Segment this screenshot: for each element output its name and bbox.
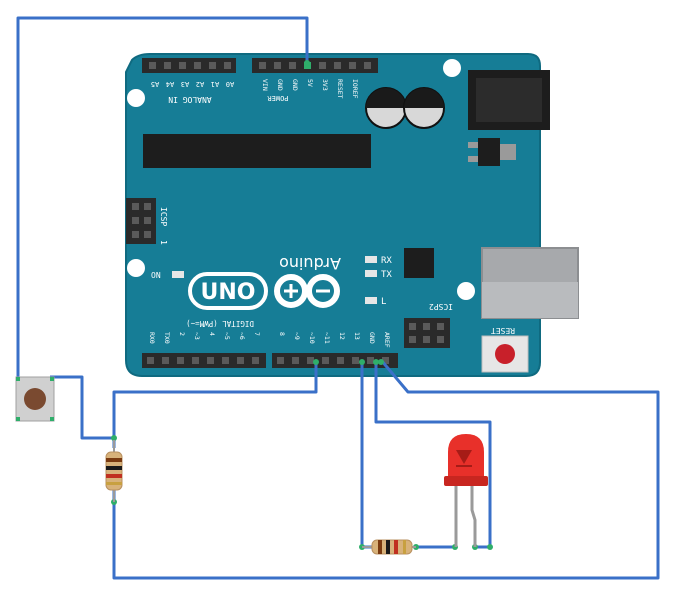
power-label: POWER — [267, 94, 289, 102]
icsp-header: ICSP 1 — [126, 198, 168, 245]
uno-badge — [188, 272, 268, 310]
pin-label-d9: ~9 — [293, 332, 301, 340]
capacitor — [365, 87, 407, 129]
pin-label-reset: RESET — [336, 79, 344, 99]
analog-header — [142, 58, 236, 73]
wire-button-to-d2-resistor — [50, 375, 114, 440]
on-led — [172, 271, 184, 278]
pin-label-a1: A1 — [211, 80, 219, 88]
pin-label-vin: VIN — [261, 79, 269, 91]
voltage-regulator — [468, 138, 516, 166]
pin-label-d3: ~3 — [193, 332, 201, 340]
reset-label: RESET — [491, 326, 515, 335]
pin-label-gnd: GND — [276, 79, 284, 91]
rx-led — [365, 256, 377, 263]
pin-label-tx0: TX0 — [163, 332, 171, 344]
arduino-brand-label: Arduino — [279, 254, 341, 273]
pin-label-a5: A5 — [151, 80, 159, 88]
power-pin-labels: VIN GND GND 5V 3V3 RESET IOREF POWER — [261, 79, 359, 102]
tx-label: TX — [381, 270, 392, 280]
mounting-hole — [127, 89, 145, 107]
digital-header-high-pins — [277, 357, 389, 364]
power-header — [252, 58, 378, 73]
rx-label: RX — [381, 256, 392, 266]
mounting-hole — [127, 259, 145, 277]
pulldown-resistor — [105, 440, 123, 502]
on-label: ON — [151, 271, 161, 280]
icsp-pin1-marker: 1 — [159, 240, 168, 245]
pin-label-d2: 2 — [178, 332, 186, 336]
usb-interface-chip — [404, 248, 434, 278]
digital-header-high — [272, 353, 398, 368]
digital-header-label: DIGITAL (PWM=~) — [186, 319, 254, 328]
pin-label-d4: 4 — [208, 332, 216, 336]
analog-pin-labels: A5 A4 A3 A2 A1 A0 ANALOG IN — [151, 80, 234, 104]
pin-label-a3: A3 — [181, 80, 189, 88]
pin-label-d8: 8 — [278, 332, 286, 336]
pin-label-d6: ~6 — [238, 332, 246, 340]
red-led — [444, 434, 488, 547]
pin-label-a2: A2 — [196, 80, 204, 88]
mounting-hole — [457, 282, 475, 300]
wire-resistor-to-gnd-rail — [112, 359, 660, 580]
pin-label-a4: A4 — [166, 80, 174, 88]
usb-connector — [481, 247, 579, 319]
l-label: L — [381, 297, 386, 307]
wire-5v-to-button — [16, 16, 309, 380]
arduino-logo: UNO Arduino — [188, 254, 341, 310]
reset-button[interactable] — [481, 335, 529, 373]
pin-label-gnd: GND — [291, 79, 299, 91]
icsp2-header: ICSP2 — [404, 302, 453, 348]
pin-label-d12: 12 — [338, 332, 346, 340]
led-resistor — [362, 539, 416, 555]
digital-pin-labels-high: 8 ~9 ~10 ~11 12 13 GND AREF — [278, 332, 391, 348]
pin-label-d5: ~5 — [223, 332, 231, 340]
pin-label-ioref: IOREF — [351, 79, 359, 99]
power-jack — [468, 70, 550, 130]
plus-minus-icon — [284, 284, 330, 298]
pin-label-aref: AREF — [383, 332, 391, 348]
pin-label-d10: ~10 — [308, 332, 316, 344]
icsp-label: ICSP — [159, 207, 168, 226]
microcontroller-chip — [143, 134, 371, 168]
tx-led — [365, 270, 377, 277]
digital-header-low — [142, 353, 266, 368]
pin-label-a0: A0 — [226, 80, 234, 88]
digital-header-low-pins — [147, 357, 259, 364]
icsp2-label: ICSP2 — [429, 302, 453, 311]
push-button[interactable] — [15, 376, 55, 422]
wires — [16, 16, 660, 580]
pin-label-d13: 13 — [353, 332, 361, 340]
infinity-logo — [274, 274, 340, 308]
wire-d13-to-led-resistor — [360, 360, 376, 549]
pin-label-rx0: RX0 — [148, 332, 156, 344]
wire-d2-to-resistor — [112, 360, 318, 448]
pin-label-3v3: 3V3 — [321, 79, 329, 91]
pin-label-5v: 5V — [306, 79, 314, 87]
mounting-hole — [443, 59, 461, 77]
wire-gnd-to-led — [374, 360, 492, 549]
l-led — [365, 297, 377, 304]
uno-label: UNO — [201, 280, 256, 305]
pin-label-gnd: GND — [368, 332, 376, 344]
pin-label-d7: 7 — [253, 332, 261, 336]
digital-pin-labels-low: RX0 TX0 2 ~3 4 ~5 ~6 7 — [148, 332, 261, 344]
analog-header-pins — [149, 62, 231, 69]
analog-in-label: ANALOG IN — [168, 95, 212, 104]
arduino-uno-board: A5 A4 A3 A2 A1 A0 ANALOG IN VIN GND GND … — [125, 53, 579, 377]
capacitor — [403, 87, 445, 129]
pin-label-d11: ~11 — [323, 332, 331, 344]
